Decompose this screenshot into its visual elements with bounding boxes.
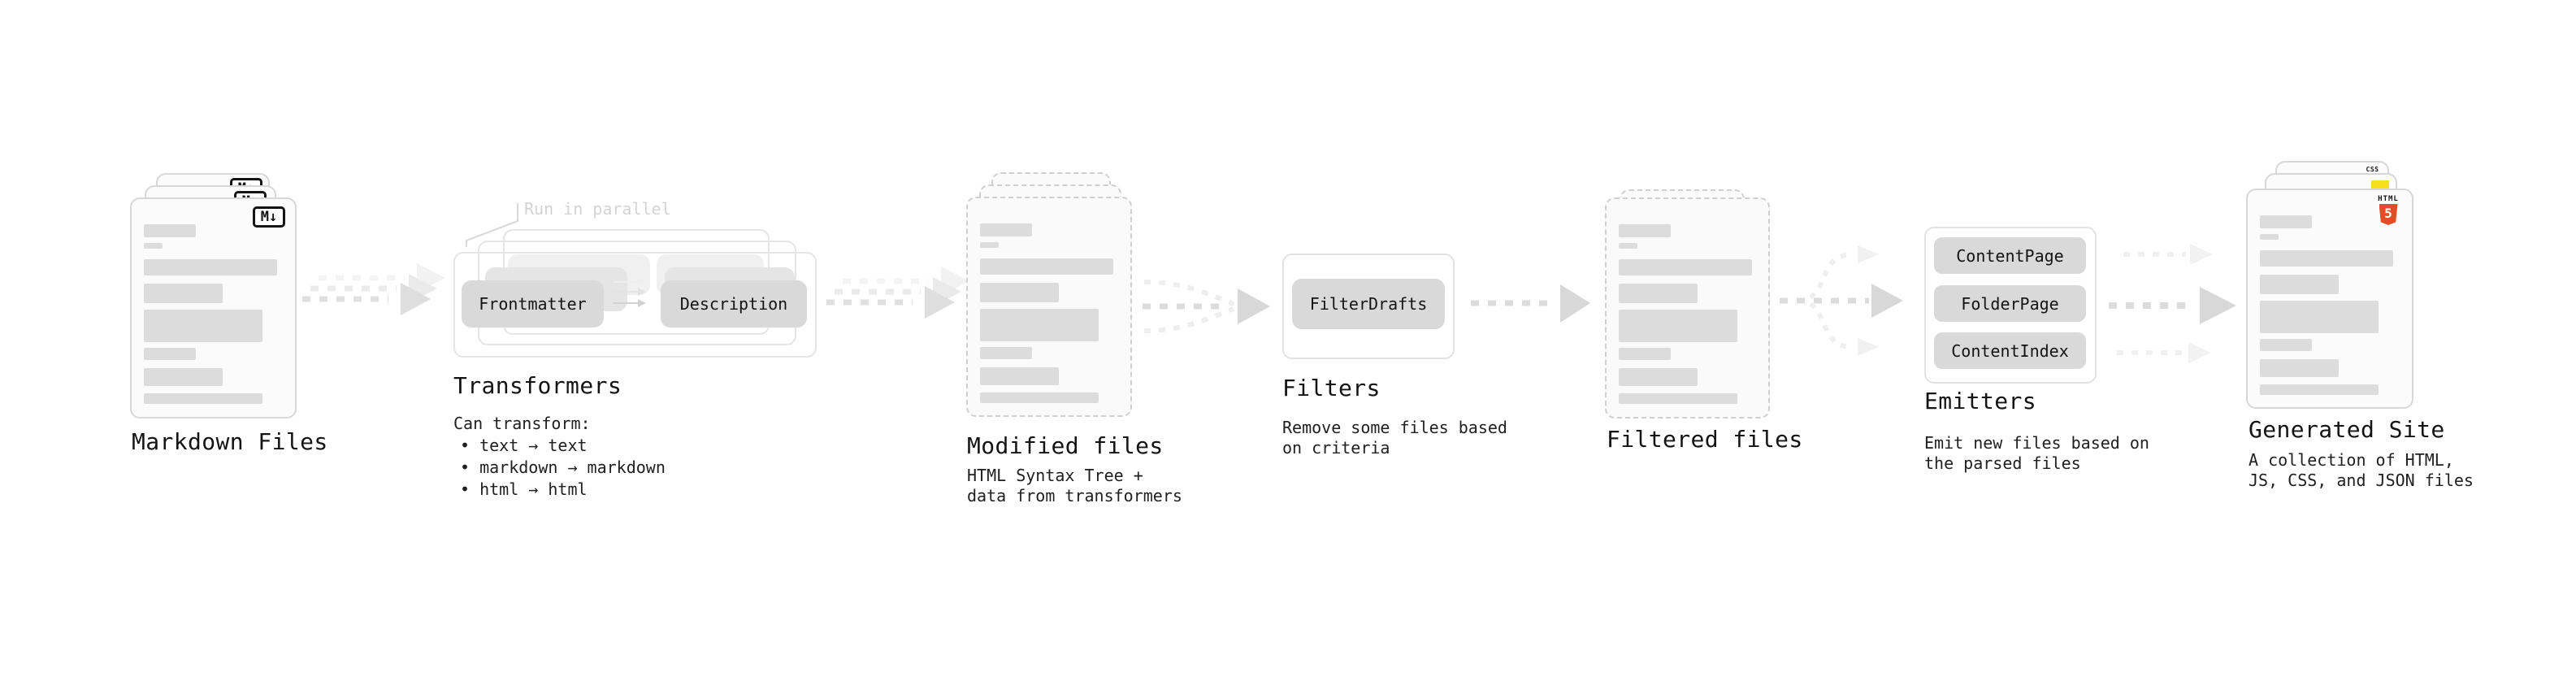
skeleton-bar — [144, 259, 277, 275]
parallel-mini-arrows — [614, 278, 646, 307]
skeleton-bar — [1619, 243, 1637, 249]
filters-description: on criteria — [1282, 438, 1390, 458]
plugin-contentindex: ContentIndex — [1934, 332, 2086, 369]
skeleton-bar — [144, 224, 196, 237]
skeleton-bar — [144, 243, 163, 249]
flow-arrow-filters-to-filtered — [1471, 284, 1590, 323]
markdown-icon: M↓ — [253, 206, 285, 228]
markdown-files-label: Markdown Files — [132, 428, 328, 455]
emitters-box — [1924, 227, 2097, 384]
emitters-label: Emitters — [1924, 388, 2037, 414]
filters-label: Filters — [1282, 375, 1381, 401]
skeleton-bar — [2260, 250, 2393, 267]
html5-icon: HTML 5 — [2374, 195, 2402, 225]
plugin-filterdrafts: FilterDrafts — [1292, 279, 1445, 329]
skeleton-bar — [144, 368, 223, 386]
skeleton-bar — [1619, 348, 1671, 360]
generated-site-description: A collection of HTML, — [2249, 450, 2454, 470]
annotation-connector-line — [466, 203, 518, 247]
plugin-frontmatter: Frontmatter — [462, 280, 604, 327]
generated-site-label: Generated Site — [2249, 416, 2445, 443]
skeleton-bar — [1619, 310, 1737, 342]
document-skeleton — [1619, 224, 1756, 417]
skeleton-bar — [980, 223, 1032, 236]
flow-arrow-transformers-to-modified — [826, 267, 969, 319]
document-skeleton — [2260, 215, 2400, 407]
transform-bullet: • text → text — [460, 436, 588, 455]
run-in-parallel-annotation: Run in parallel — [524, 199, 671, 219]
document-card-front: HTML 5 — [2246, 189, 2413, 409]
skeleton-bar — [980, 309, 1099, 341]
emitters-description: the parsed files — [1924, 453, 2081, 473]
filters-box — [1282, 254, 1455, 359]
skeleton-bar — [2260, 275, 2339, 294]
skeleton-bar — [980, 242, 999, 248]
skeleton-bar — [980, 258, 1113, 275]
skeleton-bar — [2260, 234, 2279, 240]
skeleton-bar — [980, 367, 1059, 385]
transformers-label: Transformers — [453, 372, 622, 399]
transformer-box-front — [453, 252, 817, 358]
skeleton-bar — [1619, 284, 1698, 303]
transform-bullet: • markdown → markdown — [460, 458, 666, 477]
skeleton-bar — [1619, 393, 1737, 404]
document-card-front — [1605, 197, 1770, 419]
skeleton-bar — [144, 310, 262, 342]
transformers-description-heading: Can transform: — [453, 414, 591, 433]
skeleton-bar — [2260, 359, 2339, 377]
flow-arrow-markdown-to-transformers — [302, 263, 445, 315]
document-skeleton — [144, 224, 283, 417]
html5-shield: 5 — [2379, 204, 2398, 225]
skeleton-bar — [2260, 215, 2312, 228]
filters-description: Remove some files based — [1282, 418, 1507, 437]
document-card-front — [966, 197, 1132, 417]
skeleton-bar — [980, 283, 1059, 302]
js-icon — [2371, 180, 2389, 189]
plugin-description: Description — [661, 280, 807, 327]
skeleton-bar — [144, 393, 262, 404]
flow-arrows-emitters-to-site — [2109, 244, 2236, 363]
modified-files-description: data from transformers — [967, 486, 1182, 505]
filtered-files-label: Filtered files — [1607, 426, 1803, 453]
skeleton-bar — [2260, 339, 2312, 351]
transform-bullet: • html → html — [460, 479, 588, 499]
converge-arrow-modified-to-filters — [1143, 280, 1270, 333]
document-card-front: M↓ — [130, 197, 297, 419]
skeleton-bar — [2260, 301, 2379, 333]
skeleton-bar — [980, 393, 1099, 403]
skeleton-bar — [144, 348, 196, 360]
skeleton-bar — [144, 284, 223, 303]
plugin-folderpage: FolderPage — [1934, 285, 2086, 322]
document-skeleton — [980, 223, 1118, 415]
modified-files-description: HTML Syntax Tree + — [967, 466, 1143, 485]
emitters-description: Emit new files based on — [1924, 433, 2149, 453]
plugin-contentpage: ContentPage — [1934, 237, 2086, 274]
skeleton-bar — [1619, 259, 1752, 275]
skeleton-bar — [980, 347, 1032, 359]
fanout-arrow-filtered-to-emitters — [1780, 245, 1903, 356]
skeleton-bar — [1619, 224, 1671, 237]
skeleton-bar — [2260, 384, 2379, 395]
generated-site-description: JS, CSS, and JSON files — [2249, 471, 2474, 490]
modified-files-label: Modified files — [967, 432, 1164, 459]
skeleton-bar — [1619, 368, 1698, 386]
